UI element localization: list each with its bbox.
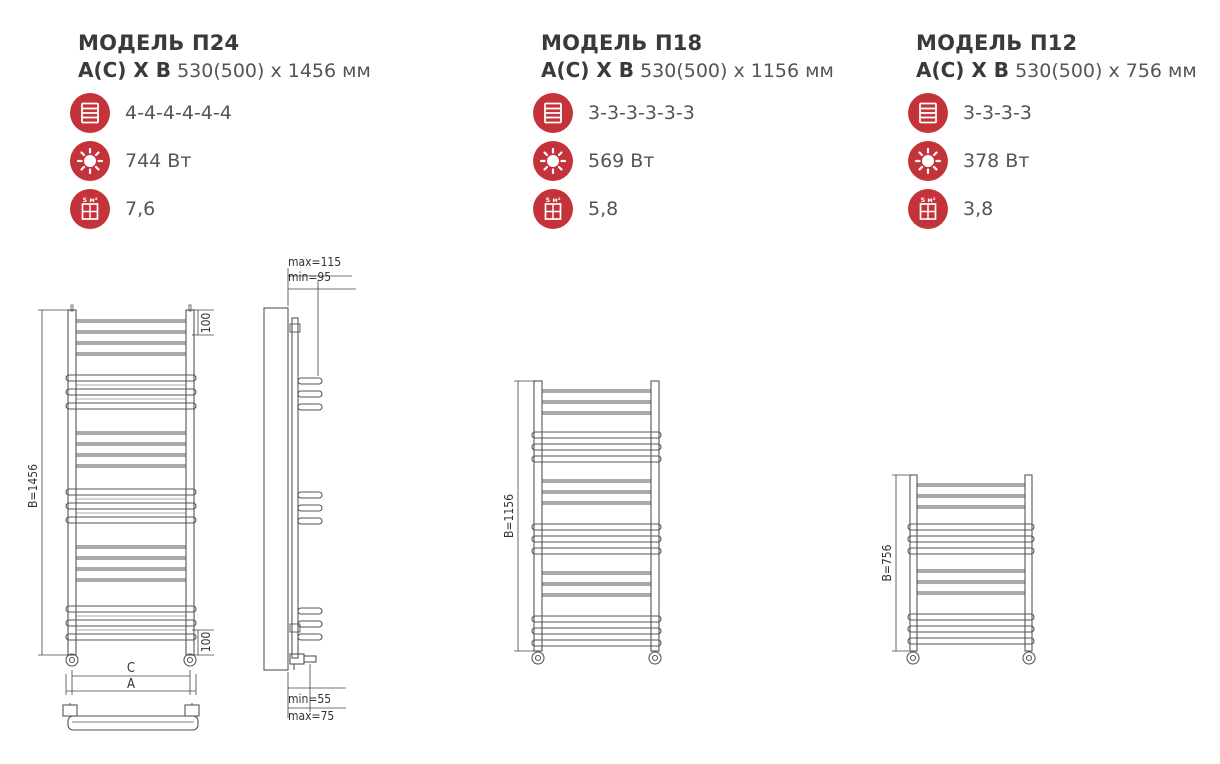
rungs-group-2 bbox=[65, 374, 197, 410]
spec-area: 7,6 bbox=[78, 185, 371, 233]
sections-value: 3-3-3-3-3-3 bbox=[588, 102, 695, 124]
height-label-p12: B=756 bbox=[880, 544, 894, 581]
depth-max-top-label: max=115 bbox=[288, 255, 341, 269]
depth-min-bottom-label: min=55 bbox=[288, 692, 331, 706]
dimensions-value: 530(500) х 756 мм bbox=[1015, 60, 1197, 82]
rungs-group-5 bbox=[76, 545, 186, 582]
rungs-group-6 bbox=[65, 605, 197, 641]
area-value: 7,6 bbox=[125, 198, 156, 220]
power-value: 744 Вт bbox=[125, 150, 192, 172]
spec-sections: 4-4-4-4-4-4 bbox=[78, 89, 371, 137]
height-label-p24: B=1456 bbox=[26, 464, 40, 508]
spec-area: 3,8 bbox=[916, 185, 1197, 233]
top-gap-label: 100 bbox=[199, 313, 213, 334]
bottom-gap-label: 100 bbox=[199, 632, 213, 653]
model-title: МОДЕЛЬ П18 bbox=[541, 31, 703, 55]
spec-power: 569 Вт bbox=[541, 137, 834, 185]
model-dimensions: А(С) Х В 530(500) х 1456 мм bbox=[78, 56, 371, 85]
model-title: МОДЕЛЬ П12 bbox=[916, 31, 1078, 55]
dimension-lines-p12 bbox=[892, 474, 912, 652]
dimensions-label: А(С) Х В bbox=[916, 58, 1010, 82]
depth-min-top-label: min=95 bbox=[288, 270, 331, 284]
rungs-group-4 bbox=[65, 488, 197, 524]
area-value: 5,8 bbox=[588, 198, 619, 220]
spec-sections: 3-3-3-3 bbox=[916, 89, 1197, 137]
dimensions-value: 530(500) х 1156 мм bbox=[640, 60, 834, 82]
model-p12-block: МОДЕЛЬ П12 А(С) Х В 530(500) х 756 мм 3-… bbox=[916, 30, 1197, 233]
model-p18-block: МОДЕЛЬ П18 А(С) Х В 530(500) х 1156 мм 3… bbox=[541, 30, 834, 233]
rungs-group-3 bbox=[76, 431, 186, 468]
area-value: 3,8 bbox=[963, 198, 994, 220]
model-dimensions: А(С) Х В 530(500) х 756 мм bbox=[916, 56, 1197, 85]
dimension-lines-depth bbox=[287, 268, 356, 718]
height-label-p18: B=1156 bbox=[502, 494, 516, 538]
dimension-lines-p24 bbox=[38, 309, 214, 695]
model-dimensions: А(С) Х В 530(500) х 1156 мм bbox=[541, 56, 834, 85]
radiator-p24-front-view bbox=[65, 304, 197, 667]
depth-max-bottom-label: max=75 bbox=[288, 709, 334, 723]
radiator-p24-side-view bbox=[263, 307, 323, 671]
spec-sections: 3-3-3-3-3-3 bbox=[541, 89, 834, 137]
radiator-p12-front-view bbox=[906, 474, 1036, 665]
side-rung-ends bbox=[297, 377, 323, 641]
power-value: 378 Вт bbox=[963, 150, 1030, 172]
width-c-label: C bbox=[127, 661, 135, 676]
sections-value: 3-3-3-3 bbox=[963, 102, 1032, 124]
spec-area: 5,8 bbox=[541, 185, 834, 233]
power-value: 569 Вт bbox=[588, 150, 655, 172]
dimension-lines-p18 bbox=[514, 380, 536, 652]
radiator-p18-front-view bbox=[531, 380, 662, 665]
width-a-label: A bbox=[127, 677, 135, 692]
spec-power: 744 Вт bbox=[78, 137, 371, 185]
dimensions-label: А(С) Х В bbox=[78, 58, 172, 82]
sections-value: 4-4-4-4-4-4 bbox=[125, 102, 232, 124]
dimensions-label: А(С) Х В bbox=[541, 58, 635, 82]
dimensions-value: 530(500) х 1456 мм bbox=[177, 60, 371, 82]
rungs-group-1 bbox=[76, 319, 186, 356]
connection-valves bbox=[65, 653, 197, 667]
radiator-p24-top-view bbox=[62, 703, 200, 731]
spec-power: 378 Вт bbox=[916, 137, 1197, 185]
model-title: МОДЕЛЬ П24 bbox=[78, 31, 240, 55]
model-p24-block: МОДЕЛЬ П24 А(С) Х В 530(500) х 1456 мм 4… bbox=[78, 30, 371, 233]
